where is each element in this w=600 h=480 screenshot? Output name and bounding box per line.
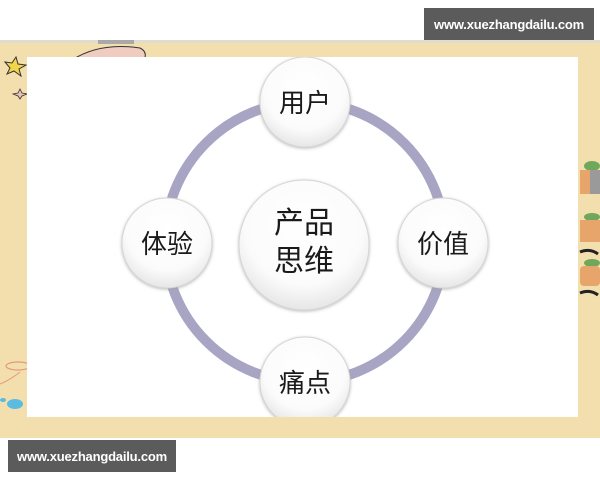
doodle-decoration-icon (0, 361, 27, 409)
node-label-value: 价值 (417, 230, 469, 260)
product-thinking-diagram: 产品 思维 用户 价值 痛点 体验 (121, 57, 489, 417)
center-label-line2: 思维 (274, 244, 334, 279)
node-value: 价值 (397, 197, 489, 289)
cloud-decoration-icon (71, 40, 146, 60)
center-label-line1: 产品 (274, 206, 334, 241)
small-star-decoration-icon (12, 88, 28, 100)
node-label-experience: 体验 (141, 230, 193, 260)
node-pain-point: 痛点 (259, 336, 351, 417)
slide-panel: 产品 思维 用户 价值 痛点 体验 (27, 57, 578, 417)
node-experience: 体验 (121, 197, 213, 289)
center-node: 产品 思维 (238, 179, 370, 311)
star-decoration-icon (3, 56, 28, 78)
watermark-bottom: www.xuezhangdailu.com (8, 440, 176, 472)
plant-pots-decoration-icon (579, 161, 600, 297)
watermark-top: www.xuezhangdailu.com (424, 8, 594, 40)
node-label-user: 用户 (279, 89, 331, 119)
node-label-pain-point: 痛点 (279, 369, 331, 399)
frame-top-edge (0, 40, 600, 43)
node-user: 用户 (259, 57, 351, 148)
